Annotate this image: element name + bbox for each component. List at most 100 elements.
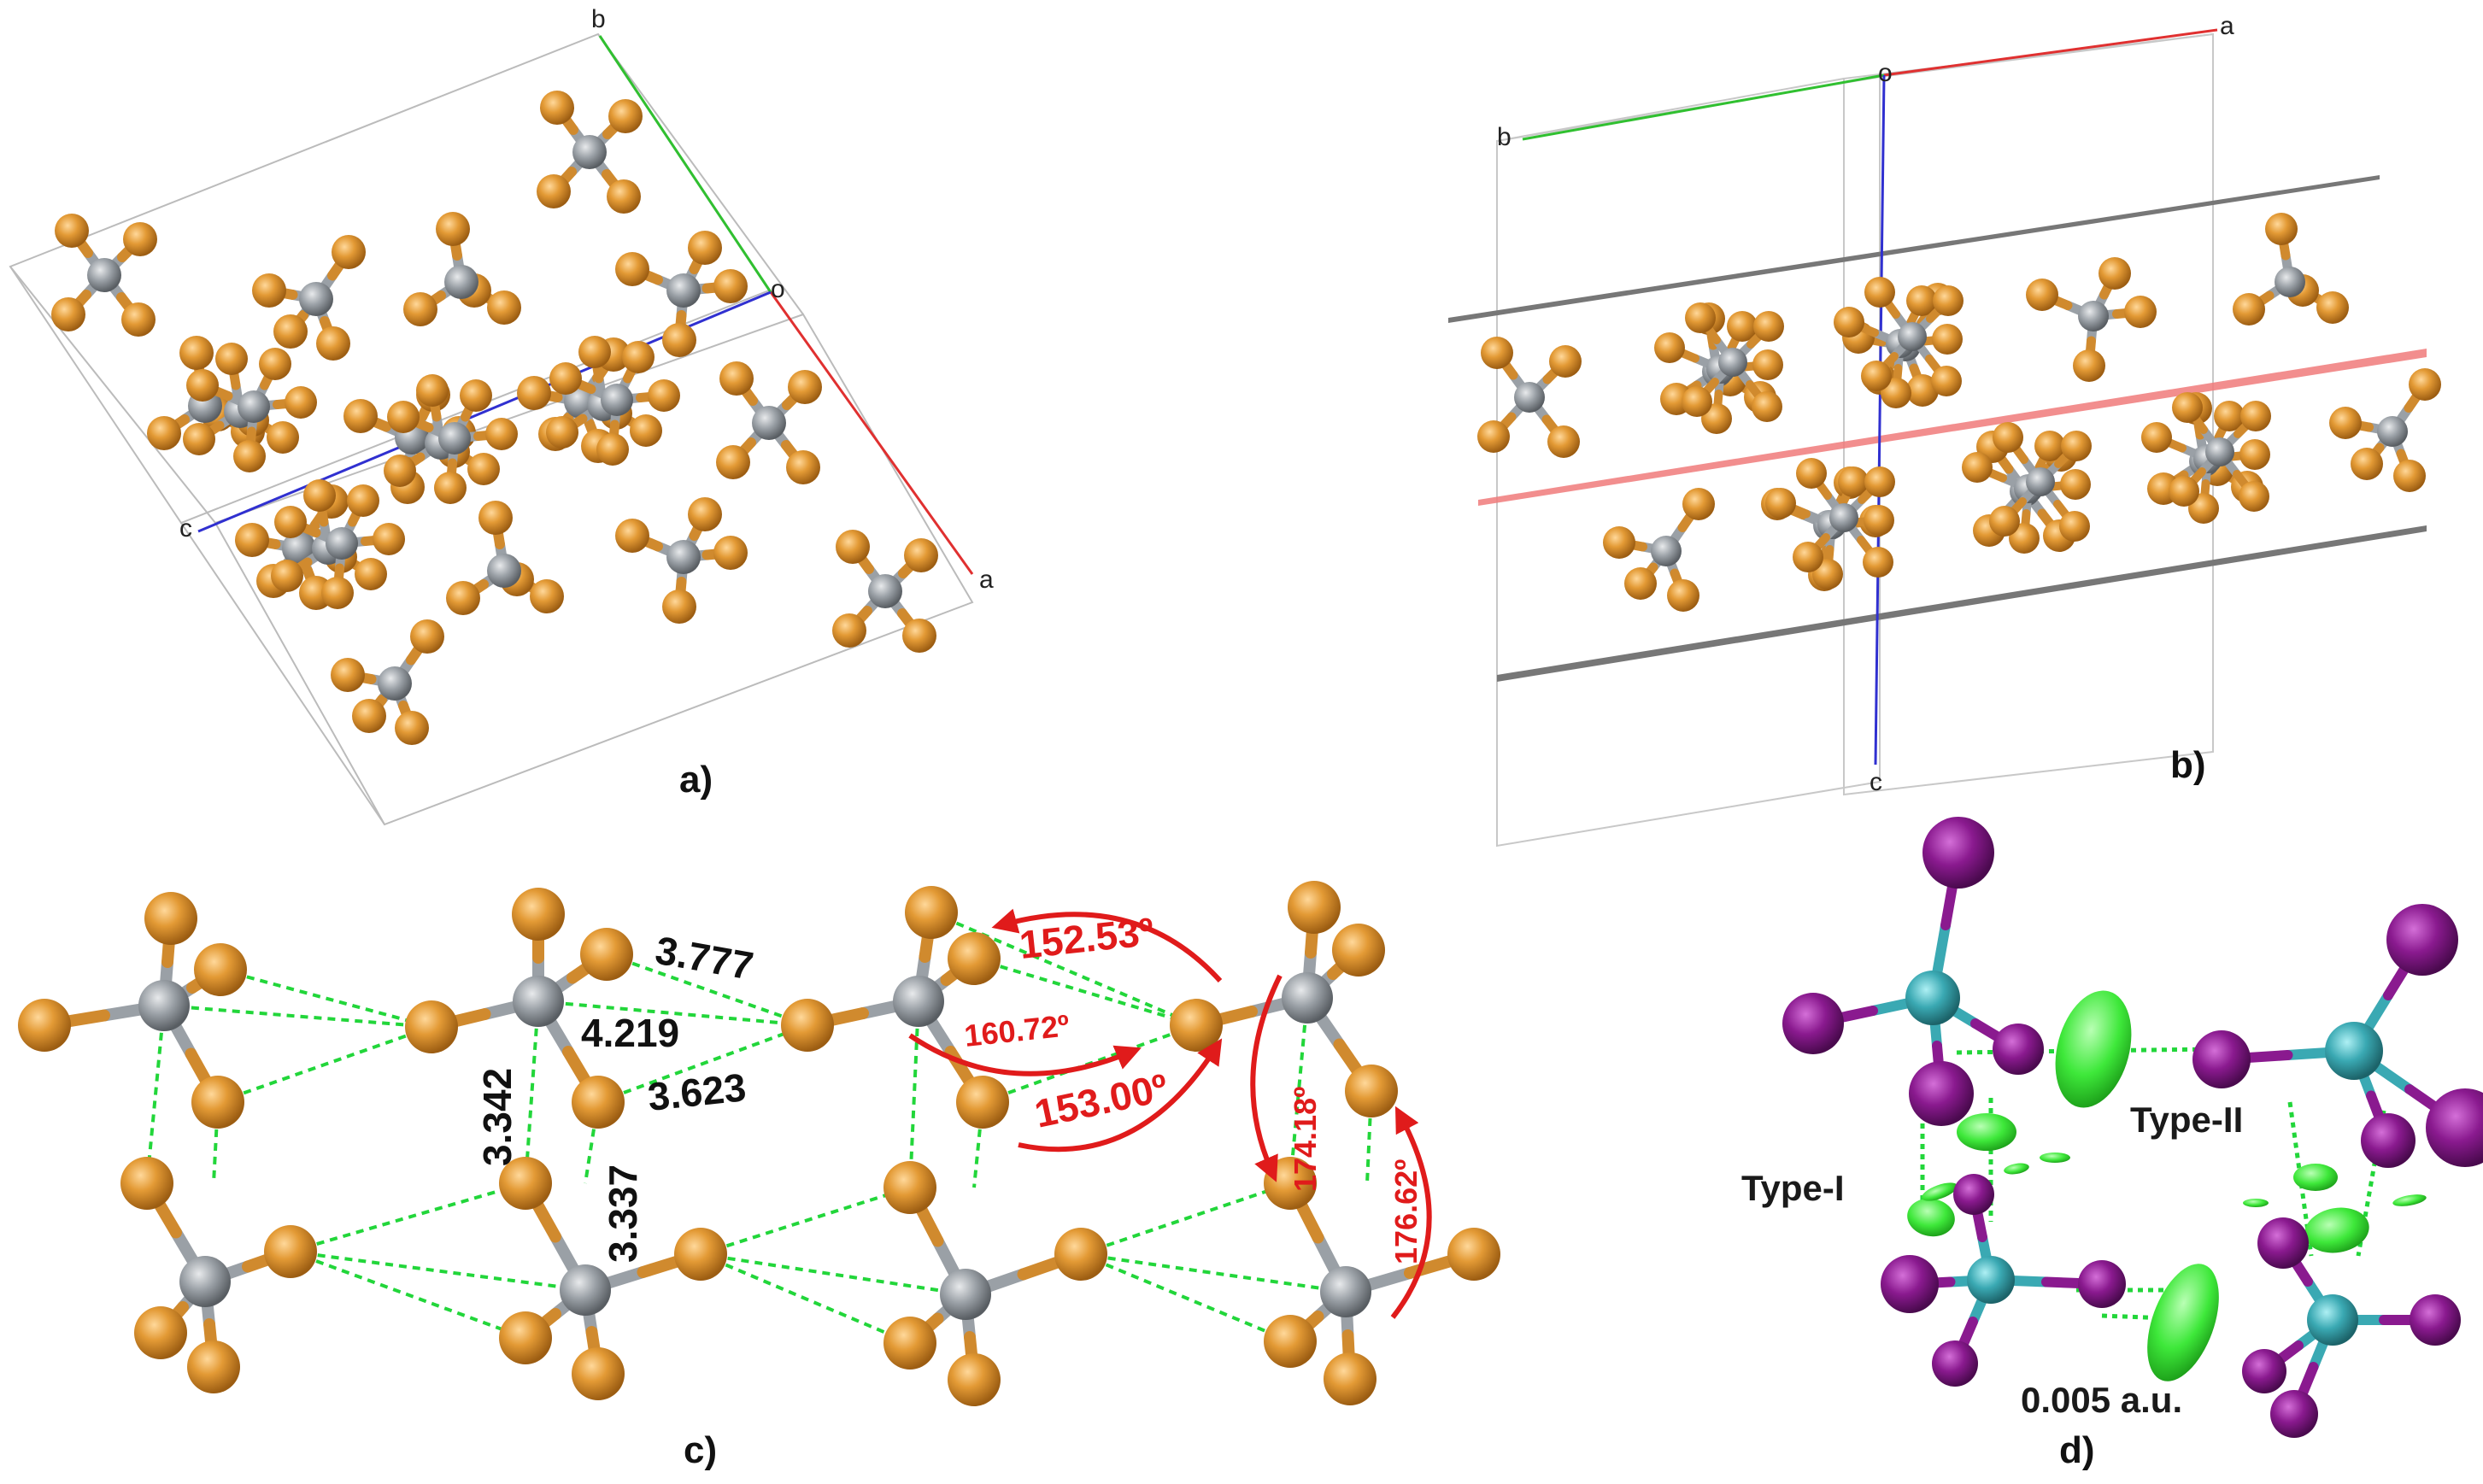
cbr4-molecules-b	[1477, 213, 2441, 612]
panel-d-label: d)	[2059, 1429, 2095, 1471]
iodine-atom	[2242, 1349, 2286, 1393]
halogen-atom	[321, 577, 354, 609]
bromine-atom	[580, 928, 633, 981]
halogen-atom	[1864, 277, 1895, 308]
axis-c-line-b	[1874, 74, 1886, 765]
carbon-atom	[2078, 301, 2109, 331]
halogen-atom	[713, 269, 748, 303]
halogen-atom	[608, 99, 643, 133]
carbon-atom	[326, 527, 358, 560]
carbon-atom	[893, 976, 944, 1027]
carbon-atom	[1651, 536, 1682, 566]
halogen-atom	[1685, 302, 1716, 333]
nci-surface	[2147, 1264, 2219, 1381]
halogen-atom	[2169, 476, 2199, 507]
halogen-atom	[1603, 526, 1635, 559]
halogen-atom	[596, 433, 629, 466]
carbon-atom	[2377, 416, 2408, 447]
halogen-atom	[1727, 311, 1758, 342]
bromine-atom	[512, 888, 565, 941]
halogen-bond	[700, 1252, 911, 1345]
halogen-atom	[1752, 391, 1782, 422]
halogen-bond	[290, 1250, 526, 1340]
carbon-atom	[2307, 1294, 2358, 1346]
halogen-atom	[2233, 293, 2265, 326]
nci-surface	[1957, 1113, 2016, 1151]
panel-d: Type-I Type-II 0.005 a.u. d)	[1741, 817, 2483, 1471]
halogen-atom	[2099, 257, 2131, 290]
iodine-atom	[1922, 817, 1994, 889]
halogen-atom	[1549, 345, 1582, 378]
halogen-atom	[2124, 296, 2157, 328]
halogen-atom	[622, 341, 655, 373]
halogen-atom	[688, 231, 722, 265]
bromine-atom	[1288, 881, 1341, 934]
iodine-atom	[2270, 1390, 2318, 1438]
axis-a-line	[769, 291, 974, 575]
carbon-atom	[1898, 322, 1927, 351]
halogen-bond	[973, 957, 1197, 1027]
panel-c-label: c)	[684, 1429, 717, 1471]
carbon-atom	[752, 406, 786, 440]
angle-arrow-4	[1250, 974, 1283, 1182]
halogen-bond	[217, 1025, 432, 1104]
bromine-atom	[905, 886, 958, 939]
halogen-atom	[478, 501, 513, 535]
halogen-atom	[259, 348, 291, 380]
angle-arrow-1	[991, 908, 1223, 983]
halogen-atom	[285, 386, 317, 419]
halogen-atom	[467, 453, 500, 485]
halogen-atom	[1667, 579, 1699, 612]
halogen-atom	[1906, 374, 1939, 407]
halogen-atom	[410, 619, 444, 654]
panel-a-label: a)	[679, 759, 713, 801]
nci-surfaces	[1907, 990, 2427, 1381]
carbon-atom	[666, 273, 701, 308]
panel-b: b o a c b)	[1448, 12, 2441, 848]
carbon-atom	[940, 1269, 991, 1320]
halogen-atom	[716, 445, 750, 479]
carbon-atom	[1282, 972, 1333, 1024]
carbon-atom	[138, 980, 190, 1031]
halogen-atom	[1906, 285, 1937, 316]
halogen-atom	[2026, 279, 2058, 311]
halogen-atom	[2351, 448, 2383, 480]
halogen-atom	[2409, 368, 2441, 401]
halogen-bond	[537, 1000, 808, 1027]
bromine-atom	[194, 943, 247, 996]
halogen-atom	[902, 619, 936, 653]
halogen-atom	[446, 581, 480, 615]
halogen-bond	[930, 911, 1197, 1027]
halogen-atom	[1864, 466, 1895, 497]
halogen-atom	[235, 523, 269, 557]
axis-origin-label: o	[771, 275, 785, 303]
halogen-bond	[524, 1000, 540, 1184]
halogen-atom	[537, 174, 571, 208]
halogen-atom	[1547, 425, 1580, 458]
halogen-atom	[252, 273, 286, 308]
type-one-label: Type-I	[1741, 1168, 1845, 1208]
bromine-atom	[191, 1076, 244, 1129]
isovalue-label: 0.005 a.u.	[2021, 1380, 2182, 1420]
iodine-atom	[2078, 1260, 2126, 1308]
halogen-bond-contacts	[145, 911, 1373, 1345]
angle-label-3: 153.00º	[1030, 1065, 1171, 1136]
carbon-atom	[299, 282, 333, 316]
type-two-label: Type-II	[2130, 1100, 2243, 1140]
halogen-atom	[2034, 431, 2065, 461]
halogen-atom	[2240, 401, 2271, 431]
halogen-atom	[615, 519, 649, 553]
carbon-atom	[2205, 437, 2234, 466]
plane-gray-top	[1448, 175, 2380, 323]
halogen-bond	[163, 1004, 432, 1029]
bromine-atom	[956, 1076, 1009, 1129]
halogen-atom	[233, 440, 266, 472]
halogen-atom	[1624, 567, 1657, 600]
distance-label-4: 3.342	[475, 1068, 519, 1166]
halogen-atom	[2059, 511, 2090, 542]
nci-surface	[2304, 1207, 2369, 1253]
halogen-atom	[55, 214, 89, 248]
halogen-atom	[1796, 458, 1827, 489]
halogen-atom	[2329, 407, 2362, 439]
carbon-atom	[601, 384, 633, 416]
